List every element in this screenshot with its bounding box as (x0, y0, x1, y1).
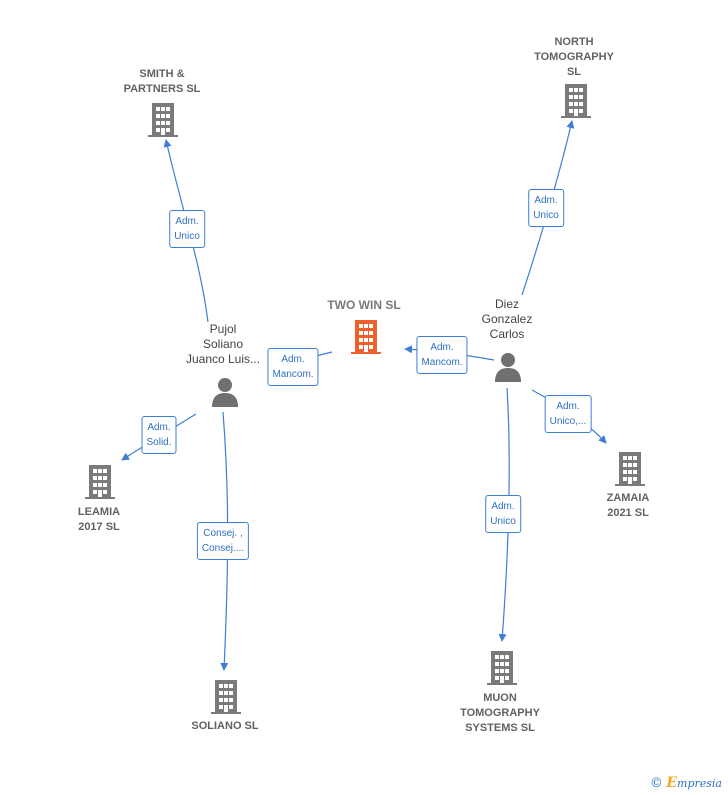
zamaia-label[interactable]: ZAMAIA 2021 SL (606, 492, 650, 519)
pujol-label[interactable]: Pujol Soliano Juanco Luis... (185, 322, 261, 366)
pujol-person-icon[interactable] (210, 377, 240, 412)
soliano-label[interactable]: SOLIANO SL (191, 720, 259, 732)
brand-name: mpresia (677, 777, 722, 790)
diez-person-icon[interactable] (493, 352, 523, 387)
edge-label-diez-zamaia: Adm. Unico,... (544, 395, 592, 433)
edge-label-pujol-smith: Adm. Unico (169, 210, 205, 248)
leamia-label[interactable]: LEAMIA 2017 SL (77, 506, 121, 533)
smith-label[interactable]: SMITH & PARTNERS SL (123, 68, 201, 95)
edge-label-pujol-soliano: Consej. , Consej.... (196, 522, 250, 560)
muon-building-icon[interactable] (487, 651, 517, 690)
diez-label[interactable]: Diez Gonzalez Carlos (481, 297, 533, 341)
leamia-building-icon[interactable] (85, 465, 115, 504)
north-building-icon[interactable] (561, 84, 591, 123)
edge-label-diez-north: Adm. Unico (528, 189, 564, 227)
edge-label-diez-twowin: Adm. Mancom. (416, 336, 468, 374)
muon-label[interactable]: MUON TOMOGRAPHY SYSTEMS SL (460, 692, 540, 734)
edge-label-pujol-twowin: Adm. Mancom. (267, 348, 319, 386)
soliano-building-icon[interactable] (211, 680, 241, 719)
edge-label-diez-muon: Adm. Unico (485, 495, 521, 533)
copyright-symbol: © (649, 776, 663, 791)
edge-label-pujol-leamia: Adm. Solid. (141, 416, 177, 454)
zamaia-building-icon[interactable] (615, 452, 645, 491)
two-win-label[interactable]: TWO WIN SL (327, 298, 401, 312)
smith-building-icon[interactable] (148, 103, 178, 142)
brand-initial: E (666, 775, 678, 791)
empresia-logo: © Empresia (650, 775, 722, 791)
two-win-building-icon[interactable] (351, 320, 381, 359)
north-label[interactable]: NORTH TOMOGRAPHY SL (534, 36, 614, 78)
